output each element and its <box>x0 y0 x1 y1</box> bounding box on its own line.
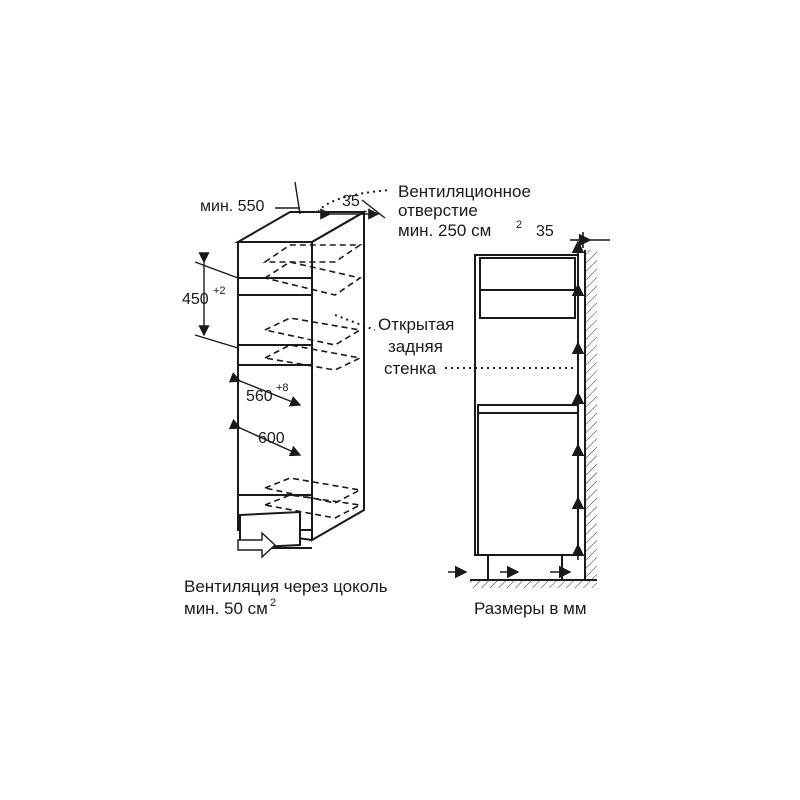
plinth-vent-sup: 2 <box>270 597 276 609</box>
vent-opening-line3: мин. 250 см <box>398 221 491 240</box>
vent-opening-line1: Вентиляционное <box>398 182 531 201</box>
vent-opening-sup: 2 <box>516 219 522 231</box>
dim-width-inner: 560 <box>246 388 273 405</box>
dim-min-depth: мин. 550 <box>200 198 264 215</box>
dim-lines-front <box>194 181 386 559</box>
vent-opening-label: Вентиляционное отверстие мин. 250 см 2 <box>398 182 531 240</box>
plinth-vent-line2: мин. 50 см <box>184 599 268 618</box>
plinth-vent-line1: Вентиляция через цоколь <box>184 577 388 596</box>
open-back-line2: задняя <box>388 337 443 356</box>
open-back-line3: стенка <box>384 359 437 378</box>
dim-width-inner-tol: +8 <box>276 382 289 394</box>
front-dimension-text: мин. 550 35 450 +2 560 +8 600 <box>182 193 360 447</box>
leader-lines <box>317 189 583 369</box>
plinth-vent-label: Вентиляция через цоколь мин. 50 см 2 <box>184 577 388 618</box>
cabinet-dashed-inner <box>262 244 363 519</box>
airflow-arrows-side <box>448 232 610 579</box>
cabinet-side-section <box>470 250 597 588</box>
dim-width-outer: 600 <box>258 430 285 447</box>
dim-gap-top: 35 <box>342 193 360 210</box>
dim-niche-height-tol: +2 <box>213 285 226 297</box>
vent-opening-line2: отверстие <box>398 201 478 220</box>
open-back-line1: Открытая <box>378 315 454 334</box>
open-back-label: Открытая задняя стенка <box>378 315 454 378</box>
dim-niche-height: 450 <box>182 291 209 308</box>
dim-wall-gap: 35 <box>536 223 554 240</box>
units-label: Размеры в мм <box>474 599 587 618</box>
cabinet-isometric <box>234 210 368 550</box>
